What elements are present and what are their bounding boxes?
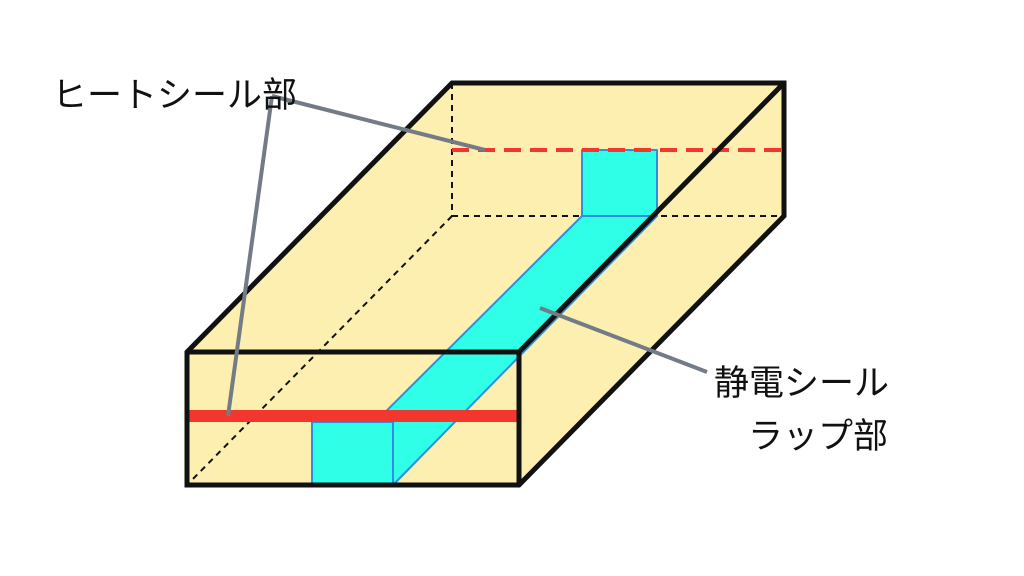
visible-edges xyxy=(184,80,787,488)
heat-seal-label: ヒートシール部 xyxy=(52,76,297,116)
leader-heat-seal-to-front xyxy=(226,95,274,417)
wrap-front-panel xyxy=(311,421,394,486)
leader-lines xyxy=(226,94,708,417)
leader-static-wrap xyxy=(539,306,708,374)
heat-seal-lines xyxy=(187,148,784,422)
leader-heat-seal-to-back xyxy=(271,94,486,152)
edge-top-right xyxy=(517,81,786,354)
wrap-back-panel xyxy=(581,149,658,217)
static-seal-label-line1: 静電シール xyxy=(714,364,889,404)
box-outline xyxy=(184,80,787,488)
static-seal-label-line2: ラップ部 xyxy=(748,417,888,457)
box xyxy=(187,83,784,485)
box-right-face xyxy=(519,83,784,485)
